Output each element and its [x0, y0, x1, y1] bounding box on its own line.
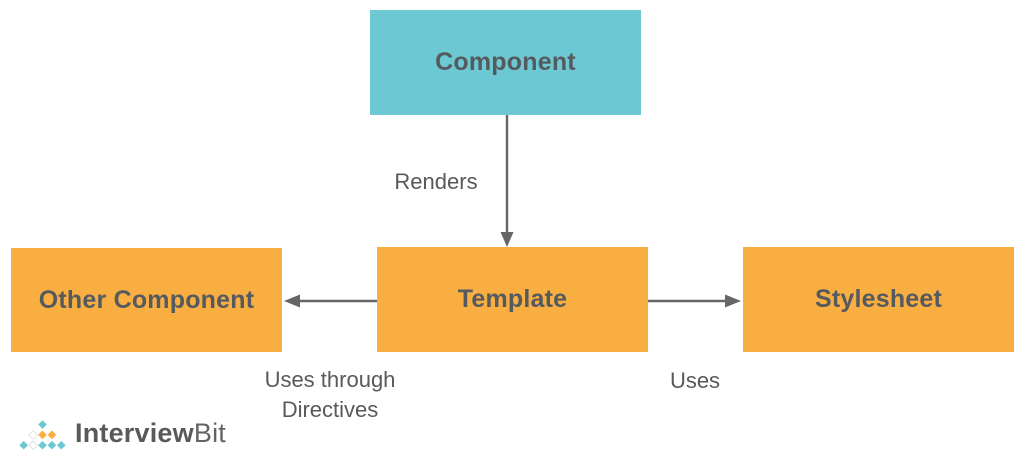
edge-label-renders: Renders [376, 167, 496, 197]
node-stylesheet: Stylesheet [743, 247, 1014, 352]
node-component: Component [370, 10, 641, 115]
edge-label-uses-through-directives: Uses through Directives [230, 365, 430, 425]
node-other-component: Other Component [11, 248, 282, 352]
arrow-uses-through-directives [284, 294, 377, 308]
arrow-uses [648, 294, 741, 308]
edge-label-uses: Uses [645, 366, 745, 396]
logo-text-interview: Interview [75, 417, 194, 448]
interviewbit-logo-mark-icon [19, 420, 66, 451]
edge-label-renders-text: Renders [394, 169, 478, 194]
interviewbit-logo: InterviewBit [19, 414, 226, 452]
arrow-renders [500, 115, 514, 247]
node-other-component-label: Other Component [38, 285, 255, 314]
edge-label-uses-through-line2: Directives [281, 397, 379, 422]
node-template: Template [377, 247, 648, 352]
logo-text-bit: Bit [193, 417, 226, 448]
node-template-label: Template [457, 285, 568, 313]
node-component-label: Component [435, 48, 576, 76]
node-stylesheet-label: Stylesheet [814, 285, 943, 313]
edge-label-uses-through-line1: Uses through [264, 367, 396, 392]
interviewbit-logo-text: InterviewBit [75, 418, 226, 449]
edge-label-uses-text: Uses [669, 368, 721, 393]
